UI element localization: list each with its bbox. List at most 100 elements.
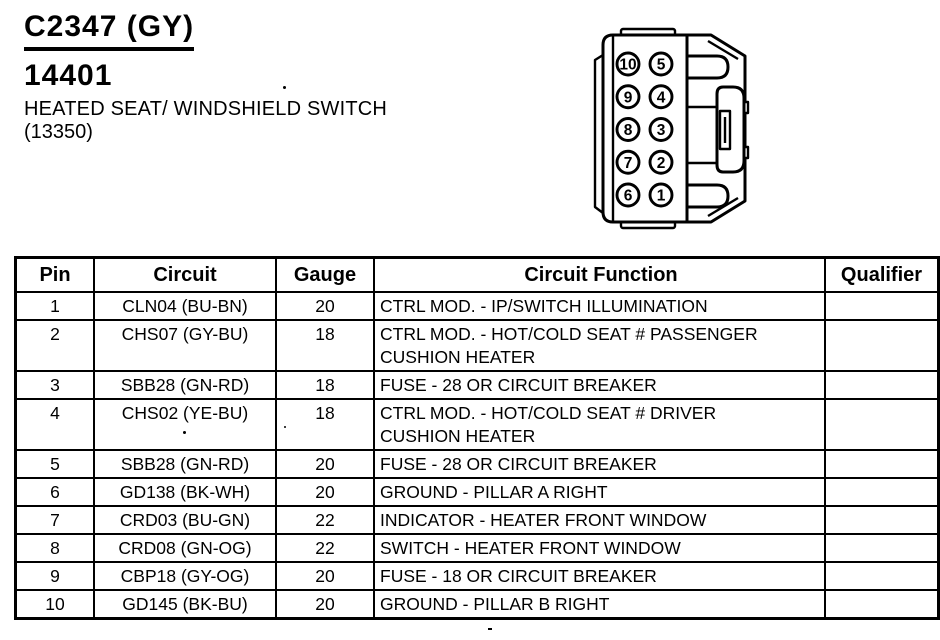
pin-column-right: 5 4 3 2 1: [648, 51, 674, 208]
pin-6-number: 6: [624, 188, 633, 205]
circuit-function-cell: GROUND - PILLAR B RIGHT: [373, 589, 826, 620]
pin-cell: 3: [14, 370, 95, 400]
pin-cell: 7: [14, 505, 95, 535]
pin-10-number: 10: [619, 57, 636, 74]
table-row: 2 CHS07 (GY-BU) 18 CTRL MOD. - HOT/COLD …: [14, 319, 940, 372]
connector-latch-bottom-arm: [685, 183, 730, 209]
header-qualifier: Qualifier: [824, 256, 940, 293]
connector-wing-top-line: [707, 39, 739, 61]
pin-1-number: 1: [657, 188, 666, 205]
scan-artifact-dot: [284, 426, 286, 428]
pin-table: Pin Circuit Gauge Circuit Function Quali…: [14, 256, 940, 620]
connector-id-title: C2347 (GY): [24, 10, 195, 51]
circuit-function-cell: GROUND - PILLAR A RIGHT: [373, 477, 826, 507]
circuit-function-cell: FUSE - 18 OR CIRCUIT BREAKER: [373, 561, 826, 591]
qualifier-cell: [824, 370, 940, 400]
qualifier-cell: [824, 505, 940, 535]
pin-cell: 1: [14, 291, 95, 321]
pin-9-circle: [615, 84, 641, 110]
connector-body-outline: [601, 33, 747, 224]
table-row: 1 CLN04 (BU-BN) 20 CTRL MOD. - IP/SWITCH…: [14, 291, 940, 321]
gauge-cell: 20: [275, 589, 375, 620]
circuit-function-cell: CTRL MOD. - HOT/COLD SEAT # PASSENGER CU…: [373, 319, 826, 372]
circuit-cell: CRD03 (BU-GN): [93, 505, 277, 535]
pin-column-left: 10 9 8 7 6: [615, 51, 641, 208]
circuit-cell: CHS02 (YE-BU): [93, 398, 277, 451]
pin-3-number: 3: [657, 122, 666, 139]
connector-face-diagram: 10 9 8 7 6 5 4 3 2 1: [593, 27, 750, 230]
table-row: 6 GD138 (BK-WH) 20 GROUND - PILLAR A RIG…: [14, 477, 940, 507]
pin-cell: 6: [14, 477, 95, 507]
gauge-cell: 22: [275, 505, 375, 535]
gauge-cell: 22: [275, 533, 375, 563]
circuit-cell: GD138 (BK-WH): [93, 477, 277, 507]
pin-cell: 10: [14, 589, 95, 620]
pin-7-number: 7: [624, 155, 633, 172]
circuit-cell: GD145 (BK-BU): [93, 589, 277, 620]
header-circuit: Circuit: [93, 256, 277, 293]
gauge-cell: 20: [275, 561, 375, 591]
qualifier-cell: [824, 319, 940, 372]
pin-table-body: 1 CLN04 (BU-BN) 20 CTRL MOD. - IP/SWITCH…: [14, 291, 940, 620]
qualifier-cell: [824, 589, 940, 620]
circuit-cell: CRD08 (GN-OG): [93, 533, 277, 563]
connector-left-flange: [593, 53, 604, 214]
circuit-function-cell: FUSE - 28 OR CIRCUIT BREAKER: [373, 370, 826, 400]
qualifier-cell: [824, 398, 940, 451]
qualifier-cell: [824, 477, 940, 507]
pin-6-circle: [615, 182, 641, 208]
pin-8-circle: [615, 117, 641, 142]
pin-1-circle: [648, 182, 674, 208]
component-code: (13350): [24, 121, 93, 143]
pin-10-circle: [615, 51, 641, 77]
circuit-function-cell: FUSE - 28 OR CIRCUIT BREAKER: [373, 449, 826, 479]
pin-9-number: 9: [624, 89, 633, 106]
pin-8-number: 8: [624, 122, 633, 139]
header-pin: Pin: [14, 256, 95, 293]
pin-7-circle: [615, 149, 641, 175]
gauge-cell: 18: [275, 319, 375, 372]
pin-table-container: Pin Circuit Gauge Circuit Function Quali…: [14, 256, 940, 620]
pin-table-header-row: Pin Circuit Gauge Circuit Function Quali…: [14, 256, 940, 293]
gauge-cell: 20: [275, 477, 375, 507]
pin-cell: 9: [14, 561, 95, 591]
component-name: HEATED SEAT/ WINDSHIELD SWITCH: [24, 98, 388, 120]
circuit-function-cell: INDICATOR - HEATER FRONT WINDOW: [373, 505, 826, 535]
circuit-cell: CLN04 (BU-BN): [93, 291, 277, 321]
header-gauge: Gauge: [275, 256, 375, 293]
table-row: 8 CRD08 (GN-OG) 22 SWITCH - HEATER FRONT…: [14, 533, 940, 563]
gauge-cell: 20: [275, 449, 375, 479]
connector-latch-top-arm: [685, 54, 730, 80]
pin-5-number: 5: [657, 57, 666, 74]
scan-artifact-dot: [183, 431, 186, 434]
gauge-cell: 20: [275, 291, 375, 321]
pin-4-circle: [648, 84, 674, 110]
pin-2-number: 2: [657, 155, 666, 172]
qualifier-cell: [824, 533, 940, 563]
gauge-cell: 18: [275, 398, 375, 451]
table-row: 4 CHS02 (YE-BU) 18 CTRL MOD. - HOT/COLD …: [14, 398, 940, 451]
circuit-cell: SBB28 (GN-RD): [93, 370, 277, 400]
scan-artifact-dot: [488, 628, 492, 630]
pin-cell: 5: [14, 449, 95, 479]
scan-artifact-dot: [283, 86, 286, 89]
circuit-cell: CHS07 (GY-BU): [93, 319, 277, 372]
qualifier-cell: [824, 291, 940, 321]
table-row: 7 CRD03 (BU-GN) 22 INDICATOR - HEATER FR…: [14, 505, 940, 535]
part-number: 14401: [24, 59, 113, 92]
qualifier-cell: [824, 561, 940, 591]
circuit-function-cell: CTRL MOD. - IP/SWITCH ILLUMINATION: [373, 291, 826, 321]
pin-cell: 2: [14, 319, 95, 372]
pin-4-number: 4: [657, 89, 666, 106]
pin-table-header: Pin Circuit Gauge Circuit Function Quali…: [14, 256, 940, 293]
pin-5-circle: [648, 51, 674, 77]
pin-3-circle: [648, 117, 674, 142]
gauge-cell: 18: [275, 370, 375, 400]
pin-2-circle: [648, 149, 674, 175]
qualifier-cell: [824, 449, 940, 479]
pin-cell: 8: [14, 533, 95, 563]
circuit-function-cell: CTRL MOD. - HOT/COLD SEAT # DRIVER CUSHI…: [373, 398, 826, 451]
table-row: 9 CBP18 (GY-OG) 20 FUSE - 18 OR CIRCUIT …: [14, 561, 940, 591]
circuit-cell: SBB28 (GN-RD): [93, 449, 277, 479]
